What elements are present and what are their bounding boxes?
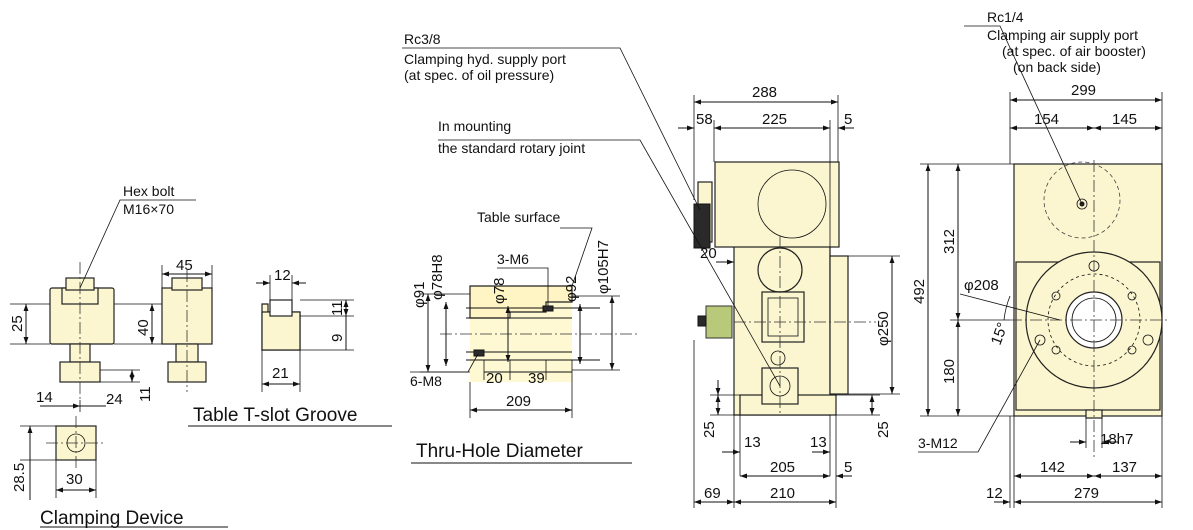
dim-145: 145 xyxy=(1112,111,1137,128)
dim-13-right: 13 xyxy=(810,434,827,451)
hex-bolt-size: M16×70 xyxy=(123,201,174,217)
dim-5-top: 5 xyxy=(844,111,852,128)
dim-58: 58 xyxy=(696,111,713,128)
dim-288: 288 xyxy=(752,84,777,101)
dim-45: 45 xyxy=(176,257,193,274)
dim-25: 25 xyxy=(9,315,26,332)
table-surface-label: Table surface xyxy=(477,209,560,225)
clamping-device-title: Clamping Device xyxy=(40,508,184,529)
mount-label1: In mounting xyxy=(438,118,511,134)
dim-180: 180 xyxy=(941,359,958,384)
dim-d105h7: φ105H7 xyxy=(595,240,612,294)
dim-312: 312 xyxy=(941,229,958,254)
dim-299: 299 xyxy=(1071,82,1096,99)
dim-9: 9 xyxy=(329,334,346,342)
dim-d78: φ78 xyxy=(491,278,508,304)
side-view: Rc3/8 Clamping hyd. supply port (at spec… xyxy=(402,31,900,508)
m12-label: 3-M12 xyxy=(918,435,958,451)
mount-label2: the standard rotary joint xyxy=(438,140,585,156)
dim-12: 12 xyxy=(986,485,1003,502)
dim-11: 11 xyxy=(329,300,346,316)
dim-28-5: 28.5 xyxy=(11,463,28,492)
dim-14: 14 xyxy=(36,389,53,406)
thru-hole-view: Table surface 3-M6 6-M8 φ91 φ78H8 φ78 φ9… xyxy=(410,209,640,464)
dim-25-left: 25 xyxy=(701,421,718,438)
dim-39: 39 xyxy=(528,370,545,387)
dim-279: 279 xyxy=(1074,485,1099,502)
hyd-port-desc2: (at spec. of oil pressure) xyxy=(404,67,554,83)
dim-d208: φ208 xyxy=(964,277,999,294)
tslot-title: Table T-slot Groove xyxy=(193,405,357,426)
dim-d92: φ92 xyxy=(563,276,580,302)
dim-40: 40 xyxy=(135,319,152,336)
hyd-port-label: Rc3/8 xyxy=(404,31,441,47)
tslot-view: 12 11 9 21 Table T-slot Groove xyxy=(188,267,392,427)
thru-hole-title: Thru-Hole Diameter xyxy=(416,441,583,462)
air-port-desc2: (at spec. of air booster) xyxy=(1002,43,1146,59)
dim-5-bottom: 5 xyxy=(844,459,852,476)
dim-21: 21 xyxy=(272,365,289,382)
dim-13-left: 13 xyxy=(744,434,761,451)
dim-d78h8: φ78H8 xyxy=(429,254,446,300)
air-port-desc1: Clamping air supply port xyxy=(987,27,1138,43)
dim-20-side: 20 xyxy=(700,245,717,262)
clamping-device-view: Hex bolt M16×70 25 40 45 14 24 11 28.5 3… xyxy=(9,183,228,529)
dim-209: 209 xyxy=(506,393,531,410)
dim-15deg: 15° xyxy=(988,320,1012,347)
hyd-port-desc1: Clamping hyd. supply port xyxy=(404,51,566,67)
m8-label: 6-M8 xyxy=(410,373,442,389)
dim-24: 24 xyxy=(106,391,123,408)
dim-205: 205 xyxy=(770,459,795,476)
dim-30: 30 xyxy=(66,471,83,488)
dim-20: 20 xyxy=(486,370,503,387)
front-view: Rc1/4 Clamping air supply port (at spec.… xyxy=(911,9,1170,508)
dim-492: 492 xyxy=(911,279,928,304)
dim-210: 210 xyxy=(770,485,795,502)
dim-225: 225 xyxy=(762,111,787,128)
dim-25-right: 25 xyxy=(875,421,892,438)
dim-154: 154 xyxy=(1034,111,1059,128)
hex-bolt-label: Hex bolt xyxy=(123,183,174,199)
dim-d250: φ250 xyxy=(875,311,892,346)
dim-11: 11 xyxy=(137,386,154,402)
dim-18h7: 18h7 xyxy=(1100,431,1133,448)
dim-137: 137 xyxy=(1112,459,1137,476)
air-port-desc3: (on back side) xyxy=(1013,59,1101,75)
dim-69: 69 xyxy=(704,485,721,502)
air-port-label: Rc1/4 xyxy=(987,9,1024,25)
dim-142: 142 xyxy=(1040,459,1065,476)
dim-12: 12 xyxy=(274,267,291,284)
m6-label: 3-M6 xyxy=(497,251,529,267)
dim-d91: φ91 xyxy=(411,282,428,308)
